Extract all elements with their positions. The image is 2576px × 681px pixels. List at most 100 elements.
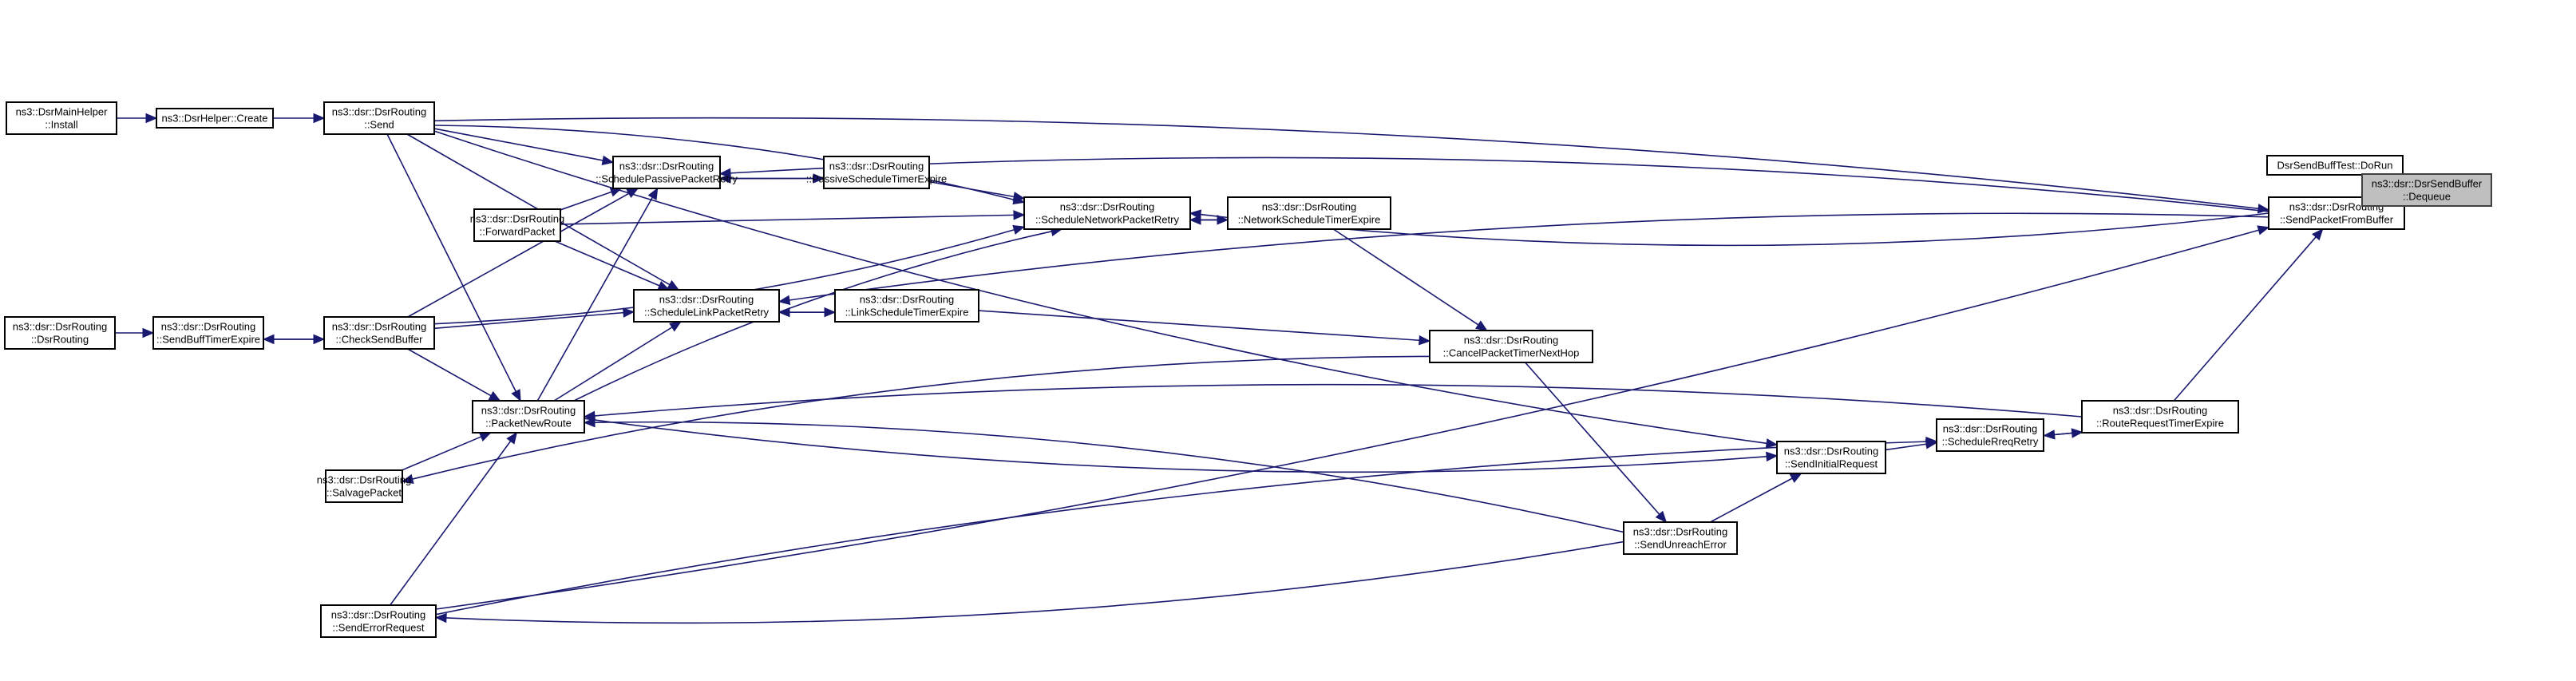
node-box[interactable] bbox=[612, 156, 721, 189]
node-method-label: ::DsrRouting bbox=[31, 334, 89, 346]
edge-line bbox=[573, 231, 1052, 402]
arrowhead-icon bbox=[1765, 438, 1779, 449]
arrowhead-icon bbox=[401, 473, 414, 485]
node-box[interactable] bbox=[1623, 521, 1738, 555]
node-box[interactable] bbox=[156, 108, 274, 129]
node-box[interactable] bbox=[472, 400, 585, 434]
node-box[interactable] bbox=[1023, 196, 1191, 230]
node-routerequesttimer[interactable]: ns3::dsr::DsrRouting::RouteRequestTimerE… bbox=[2081, 400, 2239, 434]
node-dsrrouting_ctor[interactable]: ns3::dsr::DsrRouting::DsrRouting bbox=[4, 316, 116, 350]
node-box[interactable] bbox=[1227, 196, 1391, 230]
edge-line bbox=[433, 128, 603, 161]
node-dorun[interactable]: DsrSendBuffTest::DoRun bbox=[2266, 155, 2404, 176]
edge-packetnewroute-to-schedulepassive bbox=[536, 187, 659, 402]
node-box[interactable] bbox=[2266, 155, 2404, 176]
node-box[interactable] bbox=[834, 289, 979, 323]
edge-line bbox=[386, 133, 516, 392]
node-box[interactable] bbox=[823, 156, 930, 189]
edge-line bbox=[1525, 362, 1660, 515]
node-scope-label: ns3::DsrHelper::Create bbox=[162, 113, 268, 125]
node-networktimer[interactable]: ns3::dsr::DsrRouting::NetworkScheduleTim… bbox=[1227, 196, 1391, 230]
edge-line bbox=[412, 355, 1430, 480]
arrowhead-icon bbox=[2257, 225, 2270, 236]
edge-sendunreach-to-sendinitial bbox=[1710, 473, 1802, 523]
node-dequeue[interactable]: ns3::dsr::DsrSendBuffer::Dequeue bbox=[2361, 173, 2492, 207]
node-method-label: ::SendBuffTimerExpire bbox=[156, 334, 260, 346]
node-box[interactable] bbox=[323, 316, 435, 350]
node-schedulerreq[interactable]: ns3::dsr::DsrRouting::ScheduleRreqRetry bbox=[1936, 418, 2044, 452]
node-box[interactable] bbox=[325, 469, 403, 503]
node-checksendbuffer[interactable]: ns3::dsr::DsrRouting::CheckSendBuffer bbox=[323, 316, 435, 350]
node-box[interactable] bbox=[1429, 330, 1593, 363]
edge-mainhelper_install-to-helper_create bbox=[117, 113, 158, 124]
edge-line bbox=[2054, 431, 2083, 436]
node-box[interactable] bbox=[320, 604, 437, 638]
arrowhead-icon bbox=[1013, 210, 1026, 220]
arrowhead-icon bbox=[647, 187, 659, 200]
node-method-label: ::SendUnreachError bbox=[1634, 539, 1727, 551]
edge-salvagepacket-to-packetnewroute bbox=[402, 432, 492, 471]
node-schedulepassive[interactable]: ns3::dsr::DsrRouting::SchedulePassivePac… bbox=[596, 156, 738, 189]
edge-line bbox=[928, 180, 1015, 198]
node-scope-label: ns3::dsr::DsrRouting bbox=[470, 213, 565, 225]
arrowhead-icon bbox=[667, 279, 680, 291]
node-scope-label: ns3::dsr::DsrRouting bbox=[619, 160, 714, 172]
node-canceltimer[interactable]: ns3::dsr::DsrRouting::CancelPacketTimerN… bbox=[1429, 330, 1593, 363]
edge-routerequesttimer-to-sendpacketfrombuffer bbox=[2173, 228, 2324, 402]
node-packetnewroute[interactable]: ns3::dsr::DsrRouting::PacketNewRoute bbox=[472, 400, 585, 434]
node-scope-label: ns3::dsr::DsrRouting bbox=[331, 609, 426, 621]
node-sendbufftimerexpire[interactable]: ns3::dsr::DsrRouting::SendBuffTimerExpir… bbox=[152, 316, 264, 350]
node-box[interactable] bbox=[2361, 173, 2492, 207]
edge-sendpacketfrombuffer-to-schedulelink bbox=[778, 212, 2269, 306]
arrowhead-icon bbox=[1474, 320, 1488, 331]
node-scope-label: ns3::dsr::DsrRouting bbox=[2113, 405, 2208, 417]
node-box[interactable] bbox=[473, 208, 561, 242]
edge-line bbox=[594, 421, 1624, 533]
node-box[interactable] bbox=[4, 316, 116, 350]
node-scope-label: ns3::dsr::DsrRouting bbox=[161, 321, 256, 333]
edge-send-to-schedulenetwork bbox=[433, 125, 1026, 205]
node-schedulenetwork[interactable]: ns3::dsr::DsrRouting::ScheduleNetworkPac… bbox=[1023, 196, 1191, 230]
node-method-label: ::ScheduleLinkPacketRetry bbox=[644, 307, 770, 319]
arrowhead-icon bbox=[142, 327, 155, 339]
arrowhead-icon bbox=[1012, 224, 1026, 235]
arrowhead-icon bbox=[778, 307, 790, 318]
node-scope-label: DsrSendBuffTest::DoRun bbox=[2277, 160, 2393, 172]
node-box[interactable] bbox=[1776, 441, 1886, 474]
node-box[interactable] bbox=[1936, 418, 2044, 452]
node-sendinitial[interactable]: ns3::dsr::DsrRouting::SendInitialRequest bbox=[1776, 441, 1886, 474]
node-forwardpacket[interactable]: ns3::dsr::DsrRouting::ForwardPacket bbox=[470, 208, 565, 242]
node-passivetimer[interactable]: ns3::dsr::DsrRouting::PassiveScheduleTim… bbox=[806, 156, 948, 189]
edge-line bbox=[435, 441, 1927, 616]
arrowhead-icon bbox=[506, 431, 518, 445]
arrowhead-icon bbox=[478, 432, 492, 442]
node-mainhelper_install[interactable]: ns3::DsrMainHelper::Install bbox=[6, 101, 117, 135]
arrowhead-icon bbox=[1189, 209, 1202, 220]
node-box[interactable] bbox=[6, 101, 117, 135]
edge-line bbox=[553, 327, 673, 402]
node-sendunreach[interactable]: ns3::dsr::DsrRouting::SendUnreachError bbox=[1623, 521, 1738, 555]
node-box[interactable] bbox=[2081, 400, 2239, 434]
edges-layer bbox=[114, 113, 2400, 624]
arrowhead-icon bbox=[583, 410, 596, 422]
edge-networktimer-to-canceltimer bbox=[1332, 228, 1488, 331]
node-box[interactable] bbox=[323, 101, 435, 135]
edge-send-to-schedulepassive bbox=[433, 128, 615, 165]
node-salvagepacket[interactable]: ns3::dsr::DsrRouting::SalvagePacket bbox=[317, 469, 412, 503]
edge-forwardpacket-to-schedulenetwork bbox=[560, 210, 1026, 225]
arrowhead-icon bbox=[313, 113, 326, 124]
node-method-label: ::Dequeue bbox=[2403, 191, 2451, 203]
node-linktimer[interactable]: ns3::dsr::DsrRouting::LinkScheduleTimerE… bbox=[834, 289, 979, 323]
node-send[interactable]: ns3::dsr::DsrRouting::Send bbox=[323, 101, 435, 135]
node-box[interactable] bbox=[633, 289, 780, 323]
node-box[interactable] bbox=[152, 316, 264, 350]
node-helper_create[interactable]: ns3::DsrHelper::Create bbox=[156, 108, 274, 129]
node-scope-label: ns3::dsr::DsrRouting bbox=[1262, 201, 1357, 213]
node-method-label: ::Send bbox=[364, 119, 394, 131]
node-senderrorrequest[interactable]: ns3::dsr::DsrRouting::SendErrorRequest bbox=[320, 604, 437, 638]
arrowhead-icon bbox=[262, 334, 275, 345]
node-schedulelink[interactable]: ns3::dsr::DsrRouting::ScheduleLinkPacket… bbox=[633, 289, 780, 323]
edge-forwardpacket-to-schedulepassive bbox=[560, 187, 623, 211]
node-scope-label: ns3::dsr::DsrRouting bbox=[13, 321, 108, 333]
